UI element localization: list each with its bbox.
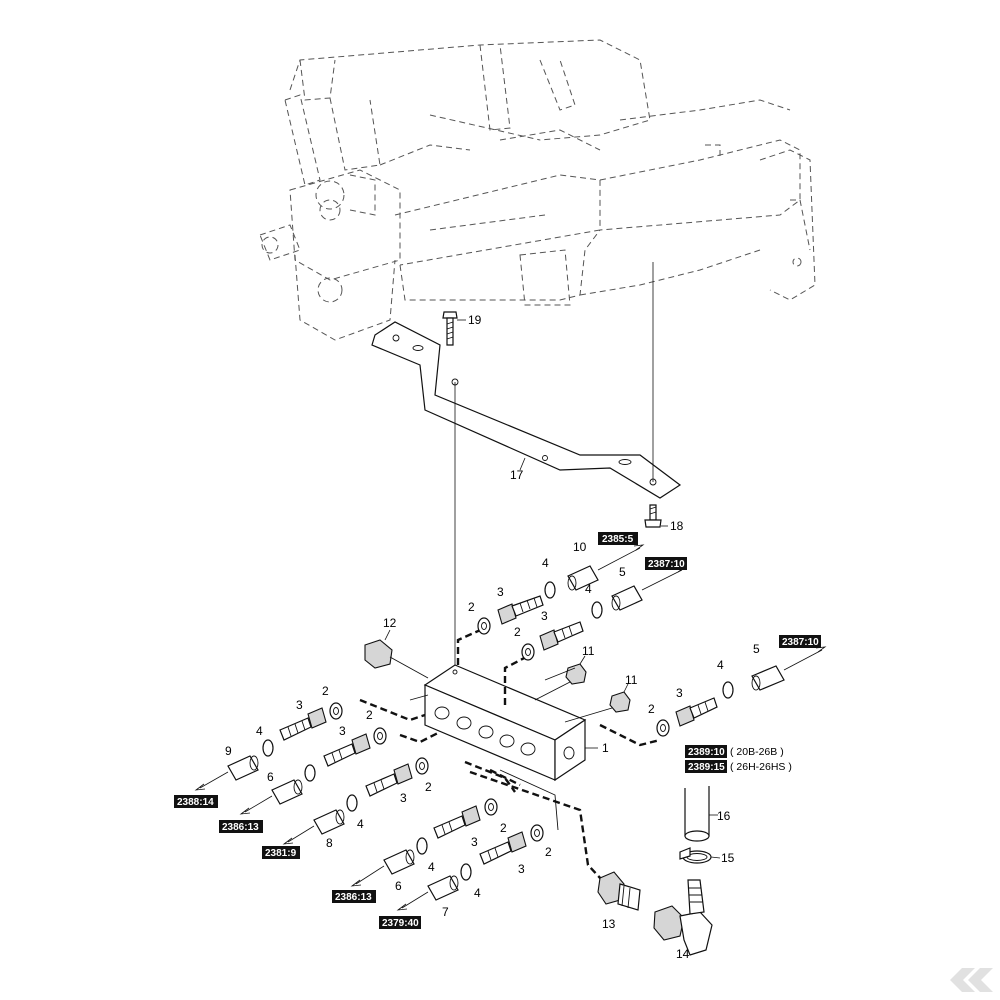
ref-2386-13-upper: 2386:13 xyxy=(222,822,259,833)
model-note-1: ( 20B-26B ) xyxy=(730,746,784,758)
reference-labels: 2385:5 2387:10 2387:10 2389:10 ( 20B-26B… xyxy=(174,532,821,929)
callout-2a: 2 xyxy=(468,600,475,614)
fitting-set-left-5 xyxy=(396,824,544,911)
callout-8: 8 xyxy=(326,836,333,850)
fitting-set-left-1 xyxy=(194,702,343,791)
brand-logo xyxy=(950,968,993,992)
callout-14: 14 xyxy=(676,947,690,961)
fitting-set-left-4 xyxy=(350,798,498,887)
callout-5b: 5 xyxy=(753,642,760,656)
elbow-14 xyxy=(653,879,713,956)
model-note-2: ( 26H-26HS ) xyxy=(730,761,792,773)
plug-11-upper xyxy=(534,655,587,701)
callout-11b: 11 xyxy=(625,673,638,687)
screw-19 xyxy=(442,311,466,346)
callout-16: 16 xyxy=(717,809,731,823)
callout-5a: 5 xyxy=(619,565,626,579)
ref-2389-15: 2389:15 xyxy=(688,762,725,773)
callout-6b: 6 xyxy=(395,879,402,893)
callout-2e: 2 xyxy=(366,708,373,722)
callout-4c: 4 xyxy=(717,658,724,672)
callout-4d: 4 xyxy=(256,724,263,738)
plug-11-lower xyxy=(564,683,631,723)
ref-2387-10-upper: 2387:10 xyxy=(648,559,685,570)
adapter-13 xyxy=(597,871,641,911)
callout-17: 17 xyxy=(510,468,524,482)
callout-2-h: 2 xyxy=(545,845,552,859)
callout-19: 19 xyxy=(468,313,482,327)
callout-3h: 3 xyxy=(518,862,525,876)
callout-3b: 3 xyxy=(541,609,548,623)
callout-3e: 3 xyxy=(339,724,346,738)
callout-7: 7 xyxy=(442,905,449,919)
ref-2385-5: 2385:5 xyxy=(602,534,634,545)
callout-3f: 3 xyxy=(400,791,407,805)
plug-12 xyxy=(364,629,429,679)
callout-12: 12 xyxy=(383,616,397,630)
mounting-bracket xyxy=(371,262,682,670)
ref-2389-10: 2389:10 xyxy=(688,747,725,758)
fitting-set-upper-2 xyxy=(521,566,687,661)
hose-routes xyxy=(359,626,661,881)
callout-6a: 6 xyxy=(267,770,274,784)
callout-3c: 3 xyxy=(676,686,683,700)
ref-2379-40: 2379:40 xyxy=(382,918,419,929)
callout-13: 13 xyxy=(602,917,616,931)
callout-11a: 11 xyxy=(582,644,595,658)
callout-18: 18 xyxy=(670,519,684,533)
hose-16 xyxy=(684,786,718,842)
fitting-set-left-2 xyxy=(239,727,387,815)
callout-9: 9 xyxy=(225,744,232,758)
ref-2388-14: 2388:14 xyxy=(177,797,214,808)
callout-2b: 2 xyxy=(514,625,521,639)
ref-2381-9: 2381:9 xyxy=(265,848,297,859)
ref-2387-10-right: 2387:10 xyxy=(782,637,819,648)
callout-2g: 2 xyxy=(500,821,507,835)
fitting-set-upper-1 xyxy=(477,544,645,635)
callout-4f: 4 xyxy=(428,860,435,874)
callout-4b: 4 xyxy=(585,582,592,596)
tractor-frame xyxy=(259,39,816,341)
callout-3d: 3 xyxy=(296,698,303,712)
callout-2d: 2 xyxy=(322,684,329,698)
callout-4e: 4 xyxy=(357,817,364,831)
callout-15: 15 xyxy=(721,851,735,865)
callout-2c: 2 xyxy=(648,702,655,716)
callout-3a: 3 xyxy=(497,585,504,599)
callout-1: 1 xyxy=(602,741,609,755)
callout-labels: 19 17 18 10 4 3 2 5 4 3 2 12 11 11 5 4 3… xyxy=(225,313,760,961)
callout-4g: 4 xyxy=(474,886,481,900)
callout-2f: 2 xyxy=(425,780,432,794)
screw-18 xyxy=(644,504,668,528)
fitting-set-left-3 xyxy=(282,757,429,845)
callout-4a: 4 xyxy=(542,556,549,570)
clamp-15 xyxy=(679,847,721,864)
fitting-set-right xyxy=(656,646,827,737)
callout-10: 10 xyxy=(573,540,587,554)
ref-2386-13-lower: 2386:13 xyxy=(335,892,372,903)
callout-3g: 3 xyxy=(471,835,478,849)
